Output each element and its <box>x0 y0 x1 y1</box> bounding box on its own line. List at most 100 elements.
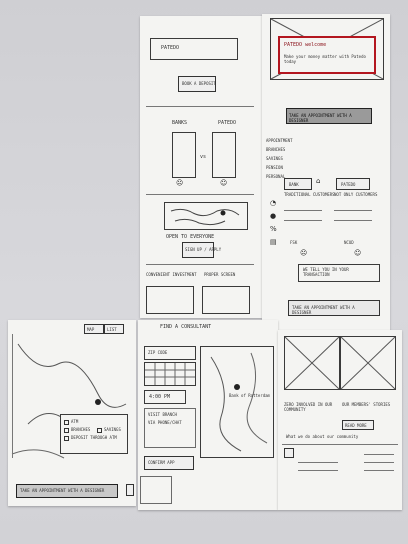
book-deposit-button[interactable]: BOOK A DEPOSIT <box>178 76 216 92</box>
side-item[interactable]: SAVINGS <box>266 156 283 161</box>
filter-option[interactable]: BRANCHES <box>64 427 90 433</box>
calendar-grid <box>145 363 195 385</box>
map-toggle[interactable]: MAP <box>84 324 104 334</box>
footer-line <box>364 454 394 455</box>
read-more-button[interactable]: READ MORE <box>342 420 374 430</box>
caption-left: ZERO INVOLVED IN OUR COMMUNITY <box>284 402 333 412</box>
fsk-label: FSK <box>290 240 298 245</box>
rule <box>334 220 372 221</box>
tab-patedo[interactable]: PATEDO <box>336 178 370 190</box>
zip-box[interactable]: ZIP CODE <box>144 346 196 360</box>
zoom-slider[interactable] <box>12 334 13 458</box>
community-footer: What we do about our community <box>286 434 359 439</box>
route-sketch <box>210 352 268 452</box>
sheet-top-center: PATEDO BOOK A DEPOSIT BANKS PATEDO vs ☹ … <box>140 16 262 318</box>
read-more-label: READ MORE <box>345 423 367 428</box>
rule <box>284 220 322 221</box>
zip-label: ZIP CODE <box>148 350 168 355</box>
transaction-text: WE TELL YOU IN YOUR TRANSACTION <box>303 267 349 277</box>
side-item[interactable]: PENSION <box>266 165 283 170</box>
footer-line <box>364 470 394 471</box>
time-box[interactable]: 4:00 PM <box>144 390 186 404</box>
side-item[interactable]: APPOINTMENT <box>266 138 293 143</box>
pie-icon: ◔ <box>270 199 277 207</box>
caption-right: OUR MEMBERS' STORIES <box>342 402 391 407</box>
filter-option[interactable]: SAVINGS <box>97 427 121 433</box>
bottom-appointment-button[interactable]: TAKE AN APPOINTMENT WITH A DESIGNER <box>288 300 380 316</box>
col1-label: BANKS <box>172 120 188 126</box>
proper-screen-image <box>202 286 250 314</box>
filter-box: ATM BRANCHES SAVINGS DEPOSIT THROUGH ATM <box>60 414 128 454</box>
drop-icon: ● <box>270 212 277 220</box>
placeholder-cross <box>284 336 340 390</box>
route-map: Bank of Rotterdam <box>200 346 274 458</box>
bottom-left-appointment-label: TAKE AN APPOINTMENT WITH A DESIGNER <box>20 488 105 493</box>
calendar-widget[interactable] <box>144 362 196 386</box>
map-pin-label: Bank of Rotterdam <box>229 393 270 398</box>
happy-face-icon: ☺ <box>354 249 362 257</box>
divider <box>282 444 398 445</box>
map-toggle-label: MAP <box>87 327 95 332</box>
happy-face-icon: ☺ <box>220 179 228 187</box>
side-item[interactable]: PERSONAL <box>266 174 286 179</box>
rule <box>334 210 372 211</box>
col2-label: PATEDO <box>218 120 237 126</box>
side-list: APPOINTMENT BRANCHES SAVINGS PENSION PER… <box>266 138 294 183</box>
welcome-text: PATEDO welcome <box>284 42 327 48</box>
top-appointment-button[interactable]: TAKE AN APPOINTMENT WITH A DESIGNER <box>286 108 372 124</box>
symbol-column: ◔ ● % ▤ <box>270 200 277 246</box>
confirm-label: CONFIRM APP <box>148 460 175 465</box>
sheet-top-right: PATEDO welcome Make your money matter wi… <box>262 14 390 334</box>
sad-face-icon: ☹ <box>300 249 308 257</box>
option-phone[interactable]: VIA PHONE/CHAT <box>148 420 182 425</box>
banks-column <box>172 132 196 178</box>
patedo-column <box>212 132 236 178</box>
list-toggle[interactable]: LIST <box>104 324 124 334</box>
signup-button[interactable]: SIGN UP / APPLY <box>182 242 221 258</box>
patedo-caption: NOT ONLY CUSTOMERS <box>334 192 378 197</box>
scroll-down-icon[interactable] <box>126 484 134 496</box>
tab-bank-label: BANK <box>289 182 299 187</box>
world-map-image <box>164 202 248 230</box>
bottom-left-appointment-button[interactable]: TAKE AN APPOINTMENT WITH A DESIGNER <box>16 484 118 498</box>
divider <box>146 106 254 107</box>
option-visit[interactable]: VISIT BRANCH <box>148 412 177 417</box>
convenient-image <box>146 286 194 314</box>
percent-icon: % <box>270 225 277 233</box>
divider <box>146 194 254 195</box>
sheet-bottom-left: MAP LIST ATM BRANCHES SAVINGS DEPOSIT TH… <box>8 320 136 506</box>
confirm-button[interactable]: CONFIRM APP <box>144 456 194 470</box>
top-appointment-label: TAKE AN APPOINTMENT WITH A DESIGNER <box>289 113 352 123</box>
bottom-appointment-label: TAKE AN APPOINTMENT WITH A DESIGNER <box>292 305 355 315</box>
list-toggle-label: LIST <box>107 327 117 332</box>
convenient-caption: CONVENIENT INVESTMENT <box>146 272 197 277</box>
sad-face-icon: ☹ <box>176 179 184 187</box>
sheet-bottom-right: ZERO INVOLVED IN OUR COMMUNITY OUR MEMBE… <box>278 330 402 510</box>
tab-bank[interactable]: BANK <box>284 178 312 190</box>
filter-option[interactable]: ATM <box>64 419 78 425</box>
bank-caption: TRADITIONAL CUSTOMERS <box>284 192 335 197</box>
open-label: OPEN TO EVERYONE <box>166 234 215 240</box>
image-placeholder-left <box>284 336 340 390</box>
signup-label: SIGN UP / APPLY <box>185 247 222 252</box>
tagline-text: Make your money matter with Patedo today <box>284 54 366 64</box>
options-box: VISIT BRANCH VIA PHONE/CHAT <box>144 408 196 448</box>
scroll-icon[interactable] <box>284 448 294 458</box>
book-deposit-label: BOOK A DEPOSIT <box>182 81 216 86</box>
rule <box>284 210 322 211</box>
world-map-sketch <box>170 208 240 226</box>
footer-line <box>298 470 338 471</box>
filter-option[interactable]: DEPOSIT THROUGH ATM <box>64 435 117 441</box>
footer-line <box>298 462 338 463</box>
ncud-label: NCUD <box>344 240 354 245</box>
side-item[interactable]: BRANCHES <box>266 147 286 152</box>
welcome-card: PATEDO welcome Make your money matter wi… <box>278 36 376 74</box>
time-label: 4:00 PM <box>149 394 171 400</box>
proper-screen-caption: PROPER SCREEN <box>204 272 236 277</box>
image-placeholder-right <box>340 336 396 390</box>
search-box[interactable]: PATEDO <box>150 38 238 60</box>
find-consultant-title: FIND A CONSULTANT <box>160 324 212 330</box>
transaction-box: WE TELL YOU IN YOUR TRANSACTION <box>298 264 380 282</box>
footer-box <box>140 476 172 504</box>
